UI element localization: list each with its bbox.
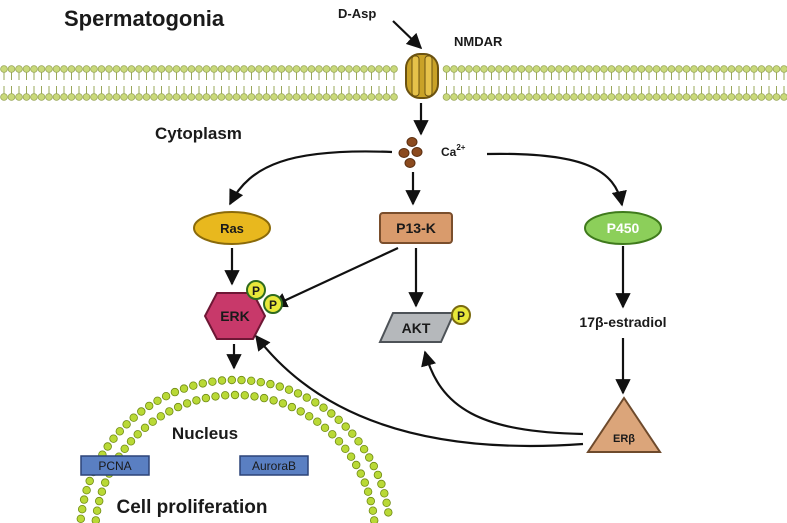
er-beta-label: ERβ xyxy=(613,433,635,445)
outcome-label: Cell proliferation xyxy=(117,497,268,518)
arrow-pi3k-to-erk xyxy=(271,247,399,308)
arrow-dasp-to-nmdar xyxy=(392,20,423,50)
arrow-calcium-to-p450 xyxy=(486,152,627,207)
ligand-label: D-Asp xyxy=(338,6,376,21)
estradiol-label: 17β-estradiol xyxy=(579,314,666,330)
aurorab-label: AuroraB xyxy=(252,459,296,473)
arrow-erbeta-to-erk xyxy=(255,334,584,448)
cell-type-label: Spermatogonia xyxy=(64,6,225,31)
nucleus-label: Nucleus xyxy=(172,424,238,443)
akt-phospho-icon: P xyxy=(451,305,471,325)
calcium-label: Ca2+ xyxy=(441,143,466,159)
receptor-label: NMDAR xyxy=(454,34,503,49)
aurorab-box: AuroraB xyxy=(239,455,309,476)
erk-phospho-2-icon: P xyxy=(263,294,283,314)
plasma-membrane xyxy=(0,65,787,101)
p450-node: P450 xyxy=(584,211,662,245)
erk-label: ERK xyxy=(220,308,250,324)
nmdar-channel-icon xyxy=(405,53,439,99)
arrow-calcium-to-ras xyxy=(229,150,393,206)
pcna-box: PCNA xyxy=(80,455,150,476)
erk-phospho-1-icon: P xyxy=(246,280,266,300)
er-beta-node: ERβ xyxy=(586,396,662,453)
akt-label: AKT xyxy=(402,320,431,336)
arrow-erbeta-to-akt xyxy=(421,350,584,436)
svg-text:P: P xyxy=(457,309,465,323)
svg-text:P: P xyxy=(252,284,260,298)
ras-node: Ras xyxy=(193,211,271,245)
pi3k-label: P13-K xyxy=(396,220,436,236)
cytoplasm-label: Cytoplasm xyxy=(155,124,242,143)
svg-text:P: P xyxy=(269,298,277,312)
ras-label: Ras xyxy=(220,221,244,236)
pi3k-node: P13-K xyxy=(379,212,453,244)
arrows xyxy=(224,20,631,448)
pcna-label: PCNA xyxy=(98,459,131,473)
akt-node: AKT xyxy=(378,312,456,343)
calcium-ions-icon xyxy=(398,137,423,168)
p450-label: P450 xyxy=(607,220,640,236)
